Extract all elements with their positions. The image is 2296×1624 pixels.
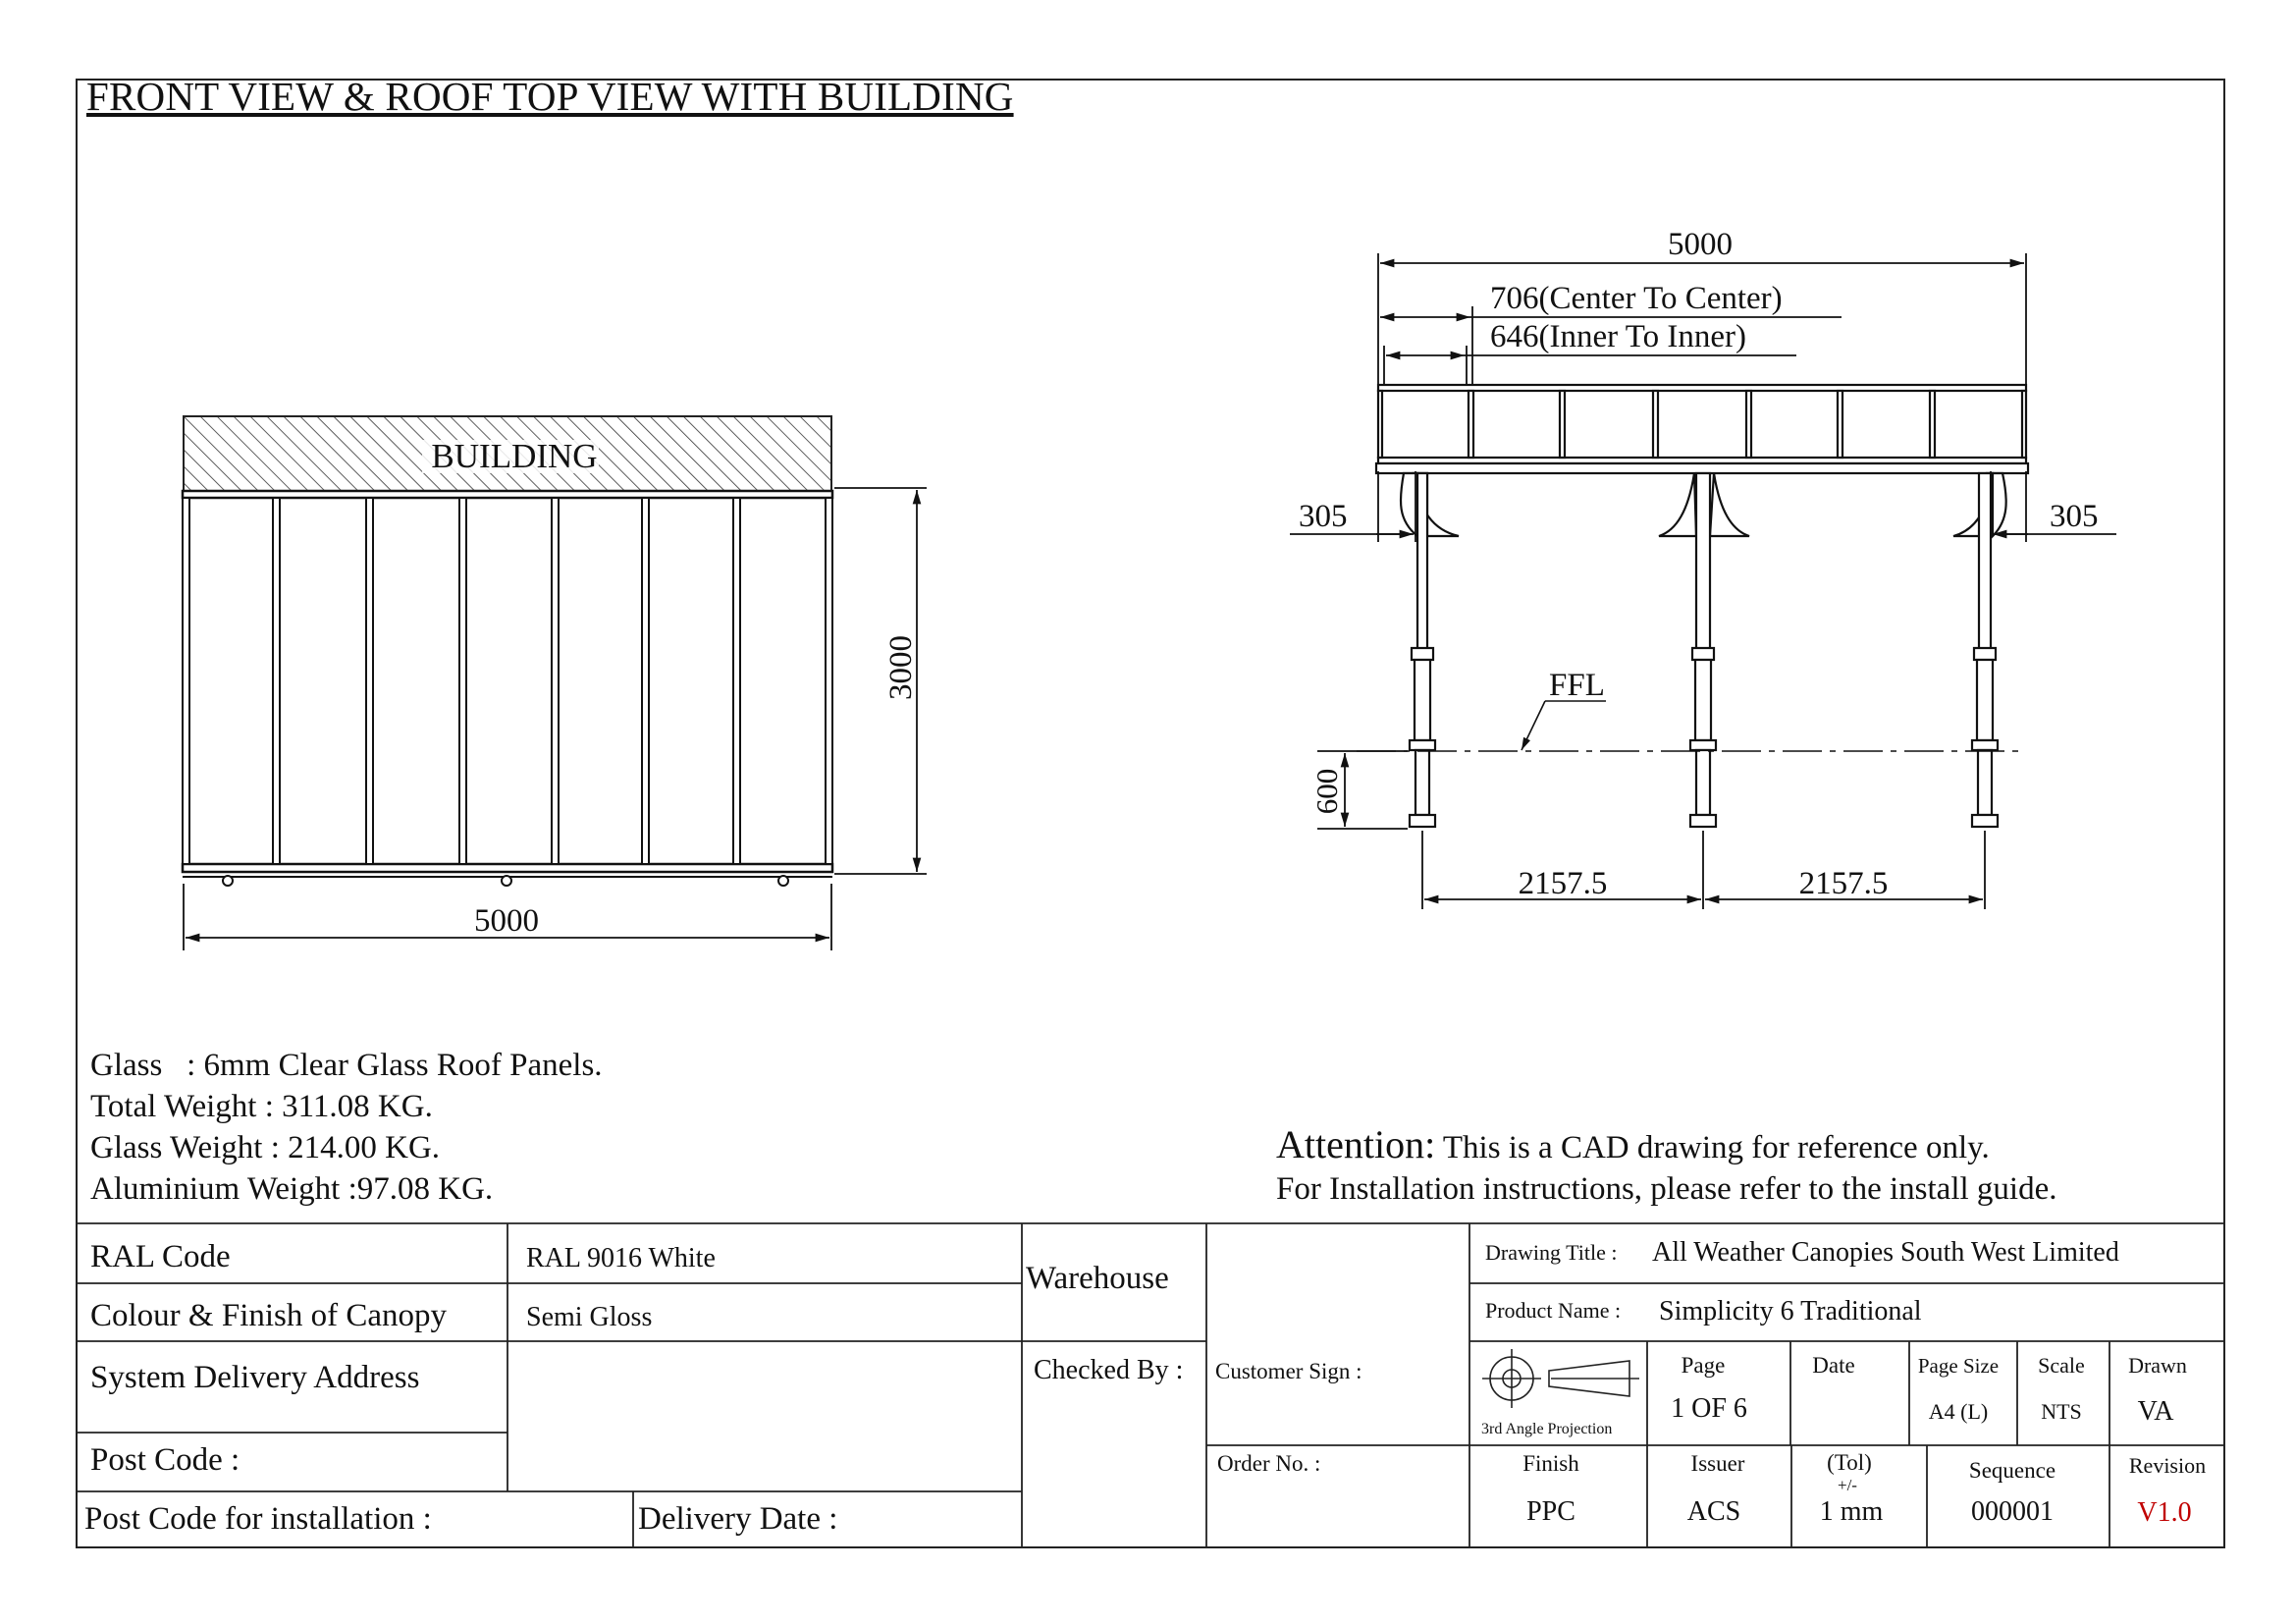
span-left-label: 2157.5 — [1519, 866, 1608, 901]
left-overhang-label: 305 — [1299, 499, 1348, 534]
revision-label: Revision — [2129, 1453, 2206, 1478]
drawing-title-label: Drawing Title : — [1485, 1240, 1617, 1265]
footing-dimension — [1317, 750, 1408, 830]
warehouse-label: Warehouse — [1026, 1261, 1169, 1296]
product-name-value: Simplicity 6 Traditional — [1659, 1296, 1922, 1326]
finish-value: PPC — [1526, 1496, 1575, 1527]
sequence-label: Sequence — [1969, 1458, 2056, 1483]
post-code-install-label: Post Code for installation : — [84, 1501, 432, 1537]
front-height-label: 3000 — [883, 635, 919, 700]
attention-line-2: For Installation instructions, please re… — [1276, 1171, 2057, 1207]
attention-note: Attention: This is a CAD drawing for ref… — [1276, 1124, 2056, 1210]
specification-notes: Glass : 6mm Clear Glass Roof Panels. Tot… — [90, 1045, 603, 1210]
page-value: 1 OF 6 — [1671, 1393, 1747, 1424]
ffl-leader — [1521, 700, 1606, 751]
side-view: 5000 706(Center To Center) 646(Inner To … — [1290, 227, 2116, 909]
overhang-dimensions — [1290, 471, 2116, 542]
drawing-title: FRONT VIEW & ROOF TOP VIEW WITH BUILDING — [86, 74, 1014, 119]
page-size-label: Page Size — [1918, 1354, 1999, 1378]
tol-sign: +/- — [1838, 1476, 1857, 1494]
product-name-label: Product Name : — [1485, 1298, 1621, 1323]
front-width-label: 5000 — [474, 903, 539, 939]
post-code-label: Post Code : — [90, 1442, 240, 1478]
colour-value: Semi Gloss — [526, 1302, 652, 1332]
front-top-beam — [181, 489, 834, 500]
page-label: Page — [1682, 1353, 1726, 1378]
note-glass: Glass : 6mm Clear Glass Roof Panels. — [90, 1048, 603, 1083]
delivery-date-label: Delivery Date : — [638, 1501, 837, 1537]
drawn-value: VA — [2138, 1396, 2175, 1427]
front-view: BUILDING — [181, 415, 927, 950]
scale-label: Scale — [2038, 1353, 2085, 1378]
footing-label: 600 — [1309, 769, 1344, 815]
side-posts — [1399, 471, 2007, 829]
third-angle-projection-icon — [1482, 1349, 1639, 1408]
overall-length-label: 5000 — [1668, 227, 1733, 262]
tol-value: 1 mm — [1820, 1496, 1884, 1527]
issuer-value: ACS — [1687, 1496, 1740, 1527]
ral-code-label: RAL Code — [90, 1239, 231, 1274]
note-aluminium-weight: Aluminium Weight :97.08 KG. — [90, 1171, 494, 1207]
inner-to-inner-label: 646(Inner To Inner) — [1490, 319, 1746, 354]
page-size-value: A4 (L) — [1929, 1399, 1988, 1424]
tol-label: (Tol) — [1827, 1450, 1872, 1475]
building-label: BUILDING — [431, 437, 597, 475]
attention-label: Attention: — [1276, 1122, 1436, 1166]
side-top-dimensions — [1377, 253, 2027, 387]
right-overhang-label: 305 — [2050, 499, 2099, 534]
issuer-label: Issuer — [1691, 1451, 1745, 1476]
colour-label: Colour & Finish of Canopy — [90, 1298, 448, 1333]
customer-sign-label: Customer Sign : — [1215, 1359, 1362, 1383]
ffl-label: FFL — [1549, 668, 1605, 703]
note-glass-weight: Glass Weight : 214.00 KG. — [90, 1130, 441, 1165]
front-width-dimension — [183, 884, 832, 950]
title-block — [76, 1222, 2225, 1548]
note-total-weight: Total Weight : 311.08 KG. — [90, 1089, 433, 1124]
front-gutter — [181, 862, 834, 874]
span-right-label: 2157.5 — [1799, 866, 1889, 901]
checked-by-label: Checked By : — [1034, 1355, 1183, 1385]
span-dimensions — [1421, 831, 1986, 909]
side-roof-frame — [1374, 383, 2030, 475]
drawing-frame — [76, 79, 2225, 1548]
attention-line-1: This is a CAD drawing for reference only… — [1435, 1130, 1990, 1165]
scale-value: NTS — [2041, 1399, 2082, 1424]
date-label: Date — [1812, 1353, 1854, 1378]
ral-code-value: RAL 9016 White — [526, 1243, 716, 1273]
front-height-dimension — [834, 487, 927, 875]
title-block-text: RAL Code RAL 9016 White Colour & Finish … — [84, 1237, 2206, 1537]
front-rafters — [182, 497, 833, 865]
revision-value: V1.0 — [2137, 1497, 2191, 1528]
drawn-label: Drawn — [2128, 1353, 2187, 1378]
sequence-value: 000001 — [1971, 1496, 2054, 1527]
projection-label: 3rd Angle Projection — [1481, 1421, 1612, 1437]
delivery-address-label: System Delivery Address — [90, 1360, 419, 1395]
center-to-center-label: 706(Center To Center) — [1490, 281, 1783, 316]
order-no-label: Order No. : — [1217, 1451, 1320, 1476]
finish-label: Finish — [1522, 1451, 1579, 1476]
drawing-title-value: All Weather Canopies South West Limited — [1652, 1237, 2119, 1268]
